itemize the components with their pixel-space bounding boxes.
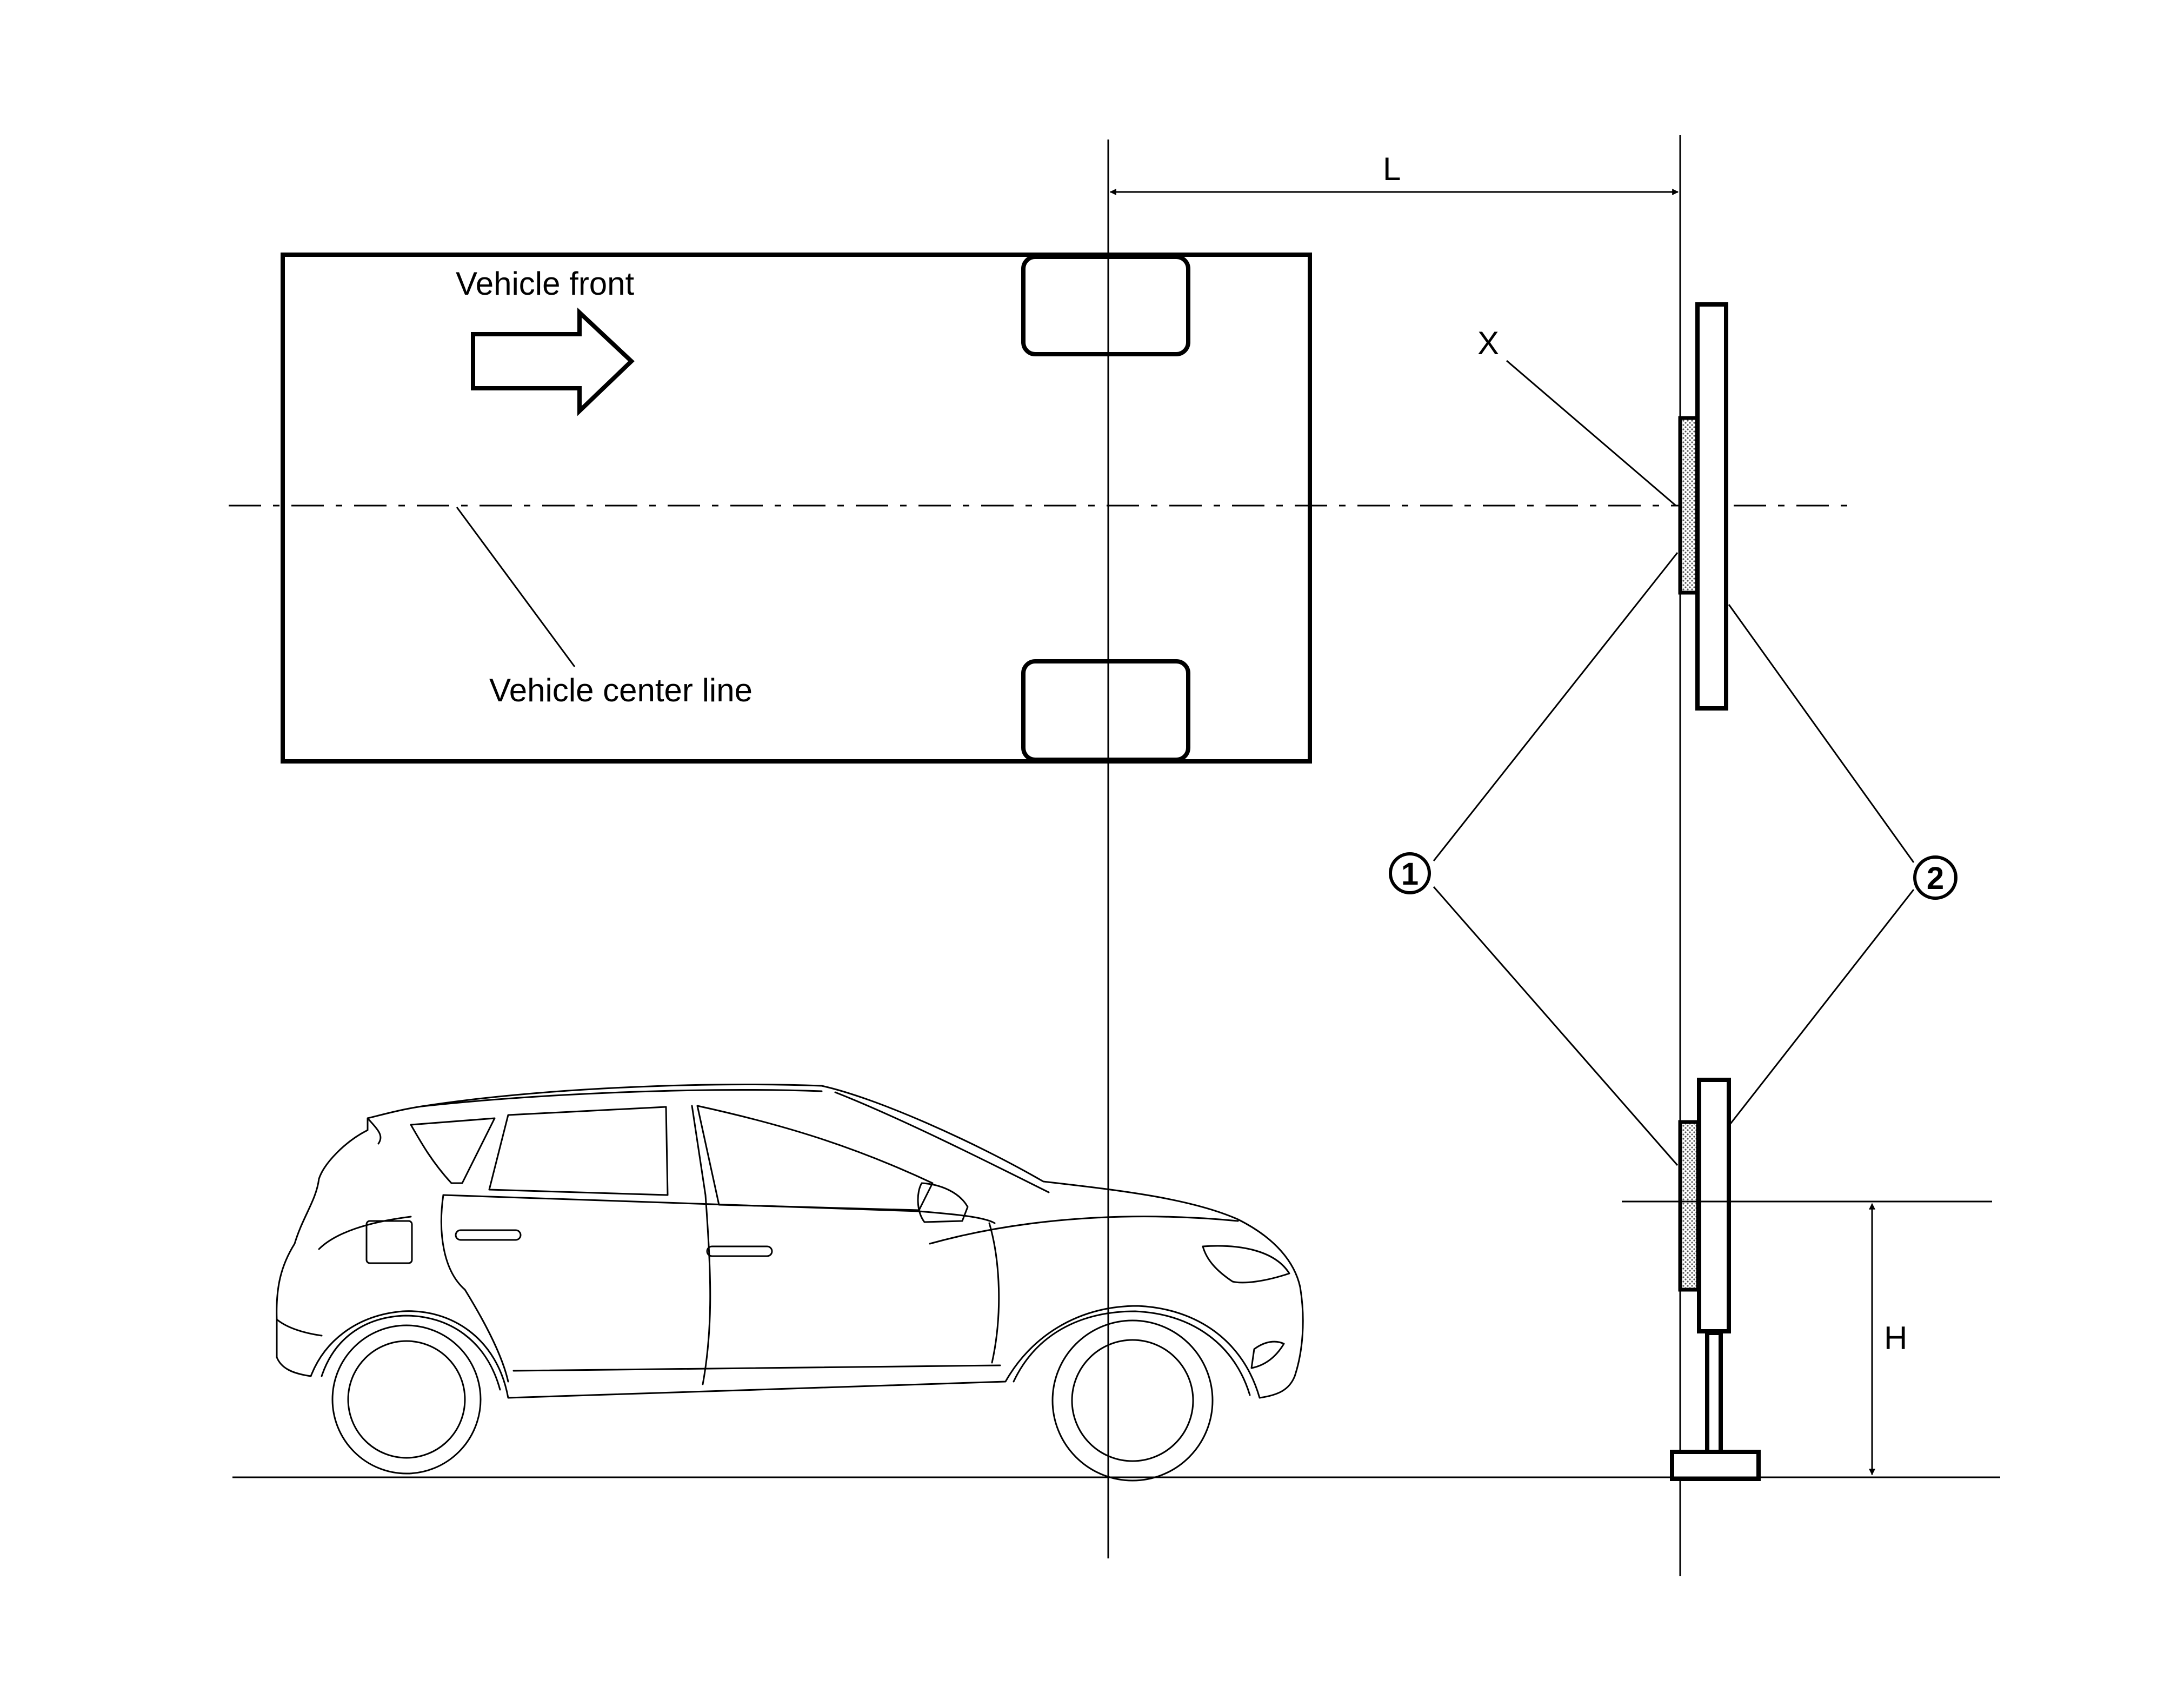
center-line-leader xyxy=(456,507,576,667)
rear-door-handle xyxy=(455,1229,522,1241)
target-x-leader xyxy=(1506,360,1676,507)
front-wheel-top xyxy=(1021,255,1190,356)
rear-door-rear-edge xyxy=(440,1194,509,1383)
target-panel-top xyxy=(1695,302,1728,711)
front-wheel-arch xyxy=(1013,1310,1251,1396)
stand-pole xyxy=(1705,1331,1723,1454)
target-board-top xyxy=(1678,302,1728,711)
distance-l-label: L xyxy=(1383,151,1401,187)
rear-door-edge xyxy=(691,1105,711,1385)
rear-wheel-rim xyxy=(347,1340,466,1459)
target-stand-side xyxy=(1670,1078,1761,1481)
rear-wheel-arch xyxy=(321,1315,501,1391)
rear-door-window xyxy=(488,1106,669,1196)
side-sill xyxy=(512,1364,1001,1372)
height-h-label: H xyxy=(1884,1320,1907,1356)
callout-1-number: 1 xyxy=(1401,857,1419,892)
vehicle-top-view: Vehicle front xyxy=(281,253,1312,764)
front-door-edge xyxy=(988,1222,1000,1364)
callout-2-circle xyxy=(1913,855,1957,900)
target-pattern-side xyxy=(1678,1120,1700,1292)
car-spoiler xyxy=(367,1117,382,1145)
vehicle-front-arrow-icon xyxy=(471,307,635,416)
hood-line xyxy=(929,1216,1239,1245)
target-x-label: X xyxy=(1477,325,1499,361)
vehicle-center-line-label: Vehicle center line xyxy=(489,672,753,708)
callout-1-leader-bottom xyxy=(1433,886,1679,1166)
callout-1-leader-top xyxy=(1433,552,1679,861)
rear-bumper xyxy=(276,1318,323,1337)
rear-quarter-window xyxy=(410,1117,496,1184)
windshield xyxy=(834,1091,1050,1193)
callout-2-leader-top xyxy=(1728,604,1915,863)
callout-1-circle xyxy=(1389,852,1431,894)
front-door-window xyxy=(696,1105,934,1211)
headlamp xyxy=(1202,1245,1290,1284)
front-door-handle xyxy=(706,1245,773,1257)
front-wheel-rim xyxy=(1071,1339,1194,1462)
target-panel-side xyxy=(1697,1078,1731,1333)
side-mirror xyxy=(917,1182,969,1223)
front-wheel xyxy=(1051,1319,1214,1482)
callout-2-leader-bottom xyxy=(1728,889,1915,1126)
vehicle-body-outline xyxy=(281,253,1312,764)
roof-rail xyxy=(421,1089,823,1107)
fog-lamp xyxy=(1250,1340,1285,1369)
beltline xyxy=(442,1194,996,1224)
rear-wheel-top xyxy=(1021,659,1190,762)
car-body-outline xyxy=(276,1084,1304,1399)
character-line xyxy=(318,1216,412,1250)
fuel-door xyxy=(365,1220,413,1264)
rear-wheel xyxy=(331,1324,482,1475)
vehicle-front-label: Vehicle front xyxy=(456,266,635,302)
target-pattern-x xyxy=(1678,416,1699,595)
stand-base xyxy=(1670,1450,1761,1481)
callout-2-number: 2 xyxy=(1927,861,1944,896)
vehicle-side-view xyxy=(276,1084,1304,1482)
